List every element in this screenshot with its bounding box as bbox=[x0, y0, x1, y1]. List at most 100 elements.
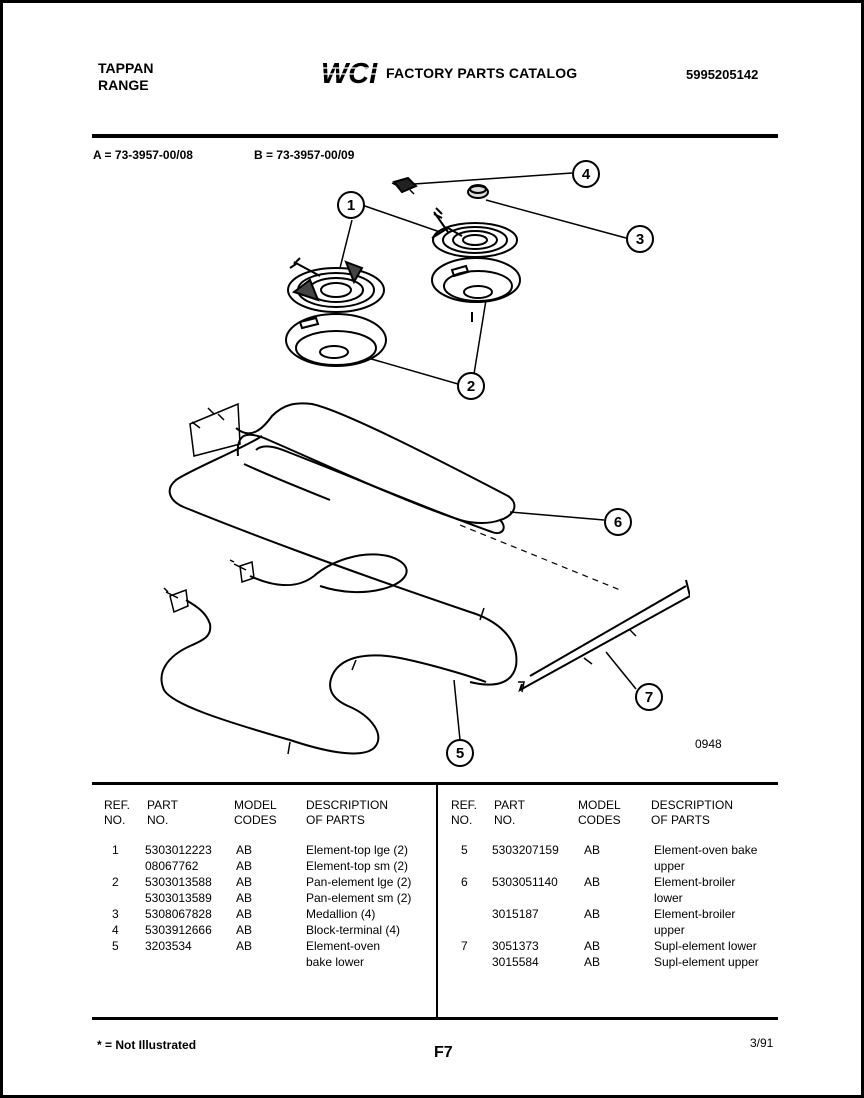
part-cell: 3015187 bbox=[492, 907, 539, 921]
callout-2-label: 2 bbox=[467, 378, 475, 395]
callout-1-label: 1 bbox=[347, 197, 355, 214]
codes-cell: AB bbox=[236, 907, 253, 921]
callout-4-label: 4 bbox=[582, 166, 591, 183]
codes-cell: AB bbox=[584, 843, 601, 857]
part-cell: 5303912666 bbox=[145, 923, 212, 937]
table-bottom-rule bbox=[92, 1017, 778, 1020]
header-text: NO. bbox=[104, 813, 126, 827]
ref-cell: 1 bbox=[112, 843, 119, 857]
header-text: MODEL bbox=[234, 798, 277, 812]
wci-logo: WCI bbox=[320, 58, 378, 88]
callout-leaders bbox=[339, 172, 637, 741]
part-cell: 5303207159 bbox=[492, 843, 559, 857]
ref-cell: 2 bbox=[112, 875, 119, 889]
part-cell: 3015584 bbox=[492, 955, 539, 969]
desc-cell: Pan-element sm (2) bbox=[306, 891, 412, 905]
callout-3-circle bbox=[626, 225, 654, 253]
part-cell: 5303013588 bbox=[145, 875, 212, 889]
header-text: CODES bbox=[578, 813, 621, 827]
desc-cell: Element-broiler bbox=[654, 875, 736, 889]
desc-cell: bake lower bbox=[306, 955, 365, 969]
large-top-element-drawing bbox=[287, 257, 385, 313]
brand-line-1: TAPPAN bbox=[98, 60, 154, 76]
callout-5-circle bbox=[446, 739, 474, 767]
brand-block: TAPPAN RANGE bbox=[98, 60, 153, 94]
header-text: NO. bbox=[147, 813, 169, 827]
part-cell: 5308067828 bbox=[145, 907, 212, 921]
logo-text: WCI bbox=[321, 58, 378, 88]
revision-date: 3/91 bbox=[750, 1036, 774, 1050]
header-text: CODES bbox=[234, 813, 277, 827]
table-divider bbox=[436, 785, 438, 1017]
callout-2-circle bbox=[457, 372, 485, 400]
part-cell: 3203534 bbox=[145, 939, 192, 953]
codes-cell: AB bbox=[236, 891, 253, 905]
ref-cell: 3 bbox=[112, 907, 119, 921]
callout-1-circle bbox=[337, 191, 365, 219]
bake-element-drawing bbox=[160, 553, 487, 755]
desc-cell: Element-oven bake bbox=[654, 843, 758, 857]
not-illustrated-note: * = Not Illustrated bbox=[97, 1038, 197, 1052]
large-pan-drawing bbox=[285, 313, 387, 367]
codes-cell: AB bbox=[584, 939, 601, 953]
table-top-rule bbox=[92, 782, 778, 785]
supplemental-element-drawing bbox=[518, 579, 690, 693]
codes-cell: AB bbox=[584, 955, 601, 969]
codes-cell: AB bbox=[584, 907, 601, 921]
callout-7-circle bbox=[635, 683, 663, 711]
callout-6-circle bbox=[604, 508, 632, 536]
catalog-header: WCI FACTORY PARTS CATALOG bbox=[318, 58, 577, 88]
left-header-desc: DESCRIPTION OF PARTS bbox=[306, 798, 388, 828]
brand-line-2: RANGE bbox=[98, 77, 149, 93]
header-text: DESCRIPTION bbox=[651, 798, 734, 812]
part-cell: 5303012223 bbox=[145, 843, 212, 857]
right-header-ref: REF. NO. bbox=[451, 798, 477, 828]
codes-cell: AB bbox=[236, 843, 253, 857]
desc-cell: upper bbox=[654, 859, 685, 873]
codes-cell: AB bbox=[236, 923, 253, 937]
header-text: NO. bbox=[451, 813, 473, 827]
terminal-block-drawing bbox=[391, 176, 418, 195]
desc-cell: Pan-element lge (2) bbox=[306, 875, 412, 889]
callout-5-label: 5 bbox=[456, 745, 464, 762]
right-header-desc: DESCRIPTION OF PARTS bbox=[651, 798, 733, 828]
page-number: F7 bbox=[434, 1044, 453, 1061]
desc-cell: lower bbox=[654, 891, 683, 905]
header-text: NO. bbox=[494, 813, 516, 827]
model-b: B = 73-3957-00/09 bbox=[254, 148, 355, 162]
desc-cell: Medallion (4) bbox=[306, 907, 376, 921]
model-a: A = 73-3957-00/08 bbox=[93, 148, 193, 162]
header-text: PART bbox=[494, 798, 525, 812]
left-header-model: MODEL CODES bbox=[234, 798, 277, 828]
header-text: REF. bbox=[451, 798, 478, 812]
callout-7-label: 7 bbox=[645, 689, 653, 706]
desc-cell: Block-terminal (4) bbox=[306, 923, 401, 937]
header-text: PART bbox=[147, 798, 178, 812]
catalog-title: FACTORY PARTS CATALOG bbox=[386, 65, 578, 81]
desc-cell: Element-broiler bbox=[654, 907, 736, 921]
desc-cell: Element-top lge (2) bbox=[306, 843, 409, 857]
ref-cell: 6 bbox=[461, 875, 468, 889]
callout-4-circle bbox=[572, 160, 600, 188]
part-cell: 3051373 bbox=[492, 939, 539, 953]
desc-cell: Supl-element lower bbox=[654, 939, 757, 953]
header-text: OF PARTS bbox=[306, 813, 365, 827]
desc-cell: Element-oven bbox=[306, 939, 381, 953]
callout-circles bbox=[337, 160, 663, 767]
ref-cell: 7 bbox=[461, 939, 468, 953]
codes-cell: AB bbox=[236, 875, 253, 889]
exploded-parts-diagram: 1 2 3 4 5 6 7 bbox=[160, 160, 690, 767]
header-text: REF. bbox=[104, 798, 131, 812]
desc-cell: upper bbox=[654, 923, 685, 937]
callout-6-label: 6 bbox=[614, 514, 622, 531]
part-cell: 5303051140 bbox=[492, 875, 558, 889]
part-cell: 08067762 bbox=[145, 859, 199, 873]
desc-cell: Element-top sm (2) bbox=[306, 859, 409, 873]
codes-cell: AB bbox=[584, 875, 601, 889]
header-text: DESCRIPTION bbox=[306, 798, 389, 812]
left-header-part: PART NO. bbox=[147, 798, 178, 828]
codes-cell: AB bbox=[236, 859, 253, 873]
small-top-element-drawing bbox=[431, 207, 518, 258]
small-pan-drawing bbox=[431, 257, 521, 322]
